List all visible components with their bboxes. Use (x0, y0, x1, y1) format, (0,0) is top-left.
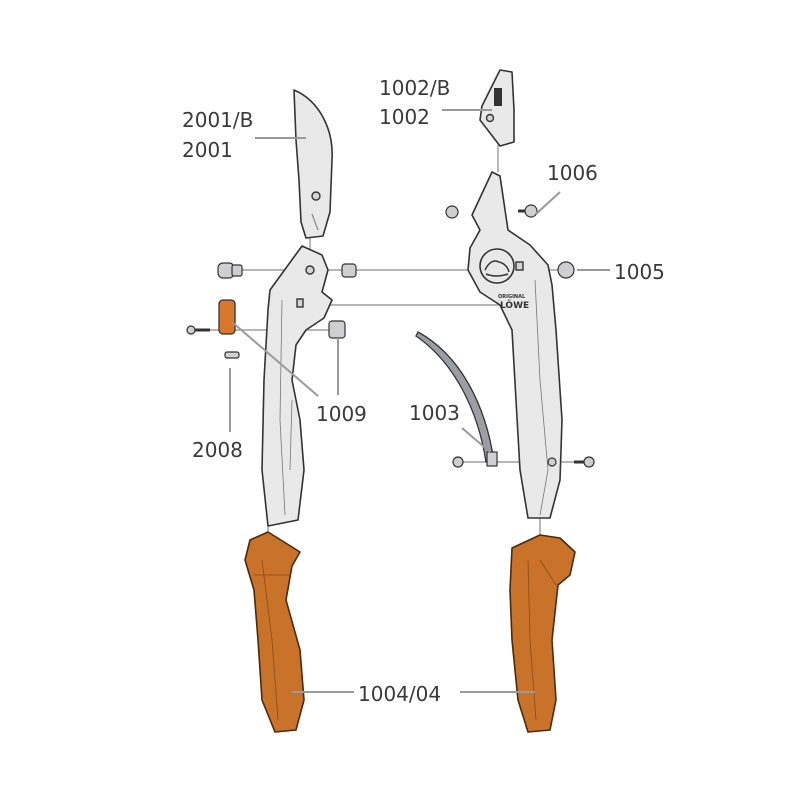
rivet-hole (547, 457, 557, 467)
lower-handle-frame (261, 245, 333, 527)
leader-lines (229, 109, 610, 693)
square-nut (328, 320, 346, 339)
anvil-blade-2001 (293, 89, 333, 239)
blade-slot (311, 213, 319, 231)
label-1002b: 1002/B (379, 76, 450, 100)
screw-2008 (186, 325, 240, 359)
pivot-hole (305, 265, 315, 275)
upper-handle-frame (467, 171, 563, 519)
spring-end (486, 451, 498, 467)
blade-serration (494, 88, 502, 106)
label-1005: 1005 (614, 260, 665, 284)
left-grip-1004 (244, 531, 305, 733)
spring-holder-1009 (218, 299, 236, 335)
label-2008: 2008 (192, 438, 243, 462)
label-1009: 1009 (316, 402, 367, 426)
right-grip-1004 (509, 534, 576, 733)
nut-1005 (557, 261, 575, 279)
pivot-bolt (217, 262, 243, 279)
grip-contour (527, 559, 557, 721)
label-1003: 1003 (409, 401, 460, 425)
washer (445, 205, 459, 219)
square-hole (515, 261, 524, 271)
washer (452, 456, 464, 468)
spring-1003 (415, 331, 495, 463)
square-hole (296, 298, 304, 308)
brand-loewe: LÖWE (500, 300, 529, 311)
screw (574, 456, 595, 468)
screw-1006 (518, 204, 538, 218)
label-1002: 1002 (379, 105, 430, 129)
blade-hole (485, 113, 495, 123)
label-1004-04: 1004/04 (358, 682, 441, 706)
handle-edge (534, 279, 549, 516)
cutting-blade-1002 (479, 69, 515, 147)
label-2001b: 2001/B (182, 108, 253, 132)
blade-hole (311, 191, 321, 201)
pivot-bushing (341, 263, 357, 278)
lion-logo-icon (479, 248, 515, 284)
label-1006: 1006 (547, 161, 598, 185)
label-2001: 2001 (182, 138, 233, 162)
handle-edge (279, 299, 293, 516)
brand-original: ORIGINAL (498, 294, 526, 300)
grip-contour (254, 559, 290, 721)
lion-logo-detail (484, 260, 510, 277)
